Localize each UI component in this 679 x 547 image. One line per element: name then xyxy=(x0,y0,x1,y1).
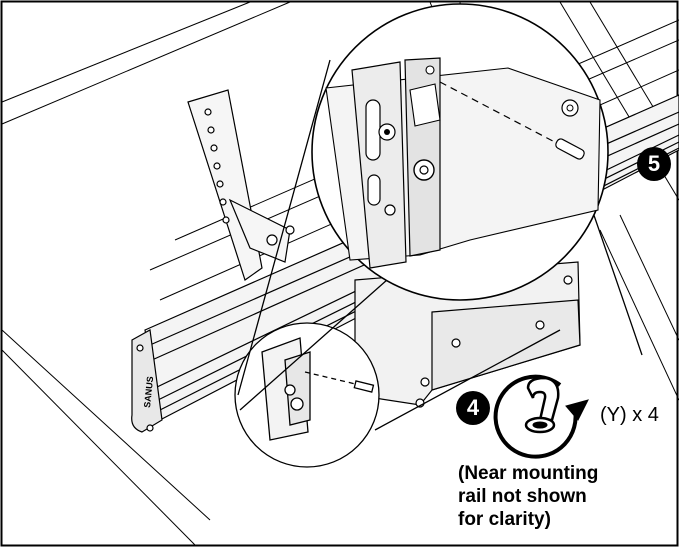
small-detail-circle xyxy=(234,322,380,468)
note-line: for clarity) xyxy=(458,509,551,530)
left-bracket xyxy=(187,89,295,281)
large-detail-circle xyxy=(311,3,609,301)
step-4-badge: 4 xyxy=(456,391,490,425)
screw-tighten-icon xyxy=(493,374,589,459)
quantity-label: (Y) x 4 xyxy=(600,404,659,426)
note-line: rail not shown xyxy=(458,486,587,507)
step-5-badge: 5 xyxy=(637,147,671,181)
clarity-note: (Near mounting rail not shown for clarit… xyxy=(458,462,670,531)
note-line: (Near mounting xyxy=(458,463,599,484)
rail-brand-mark: SANUS xyxy=(142,376,155,408)
callout-lines xyxy=(237,59,643,431)
